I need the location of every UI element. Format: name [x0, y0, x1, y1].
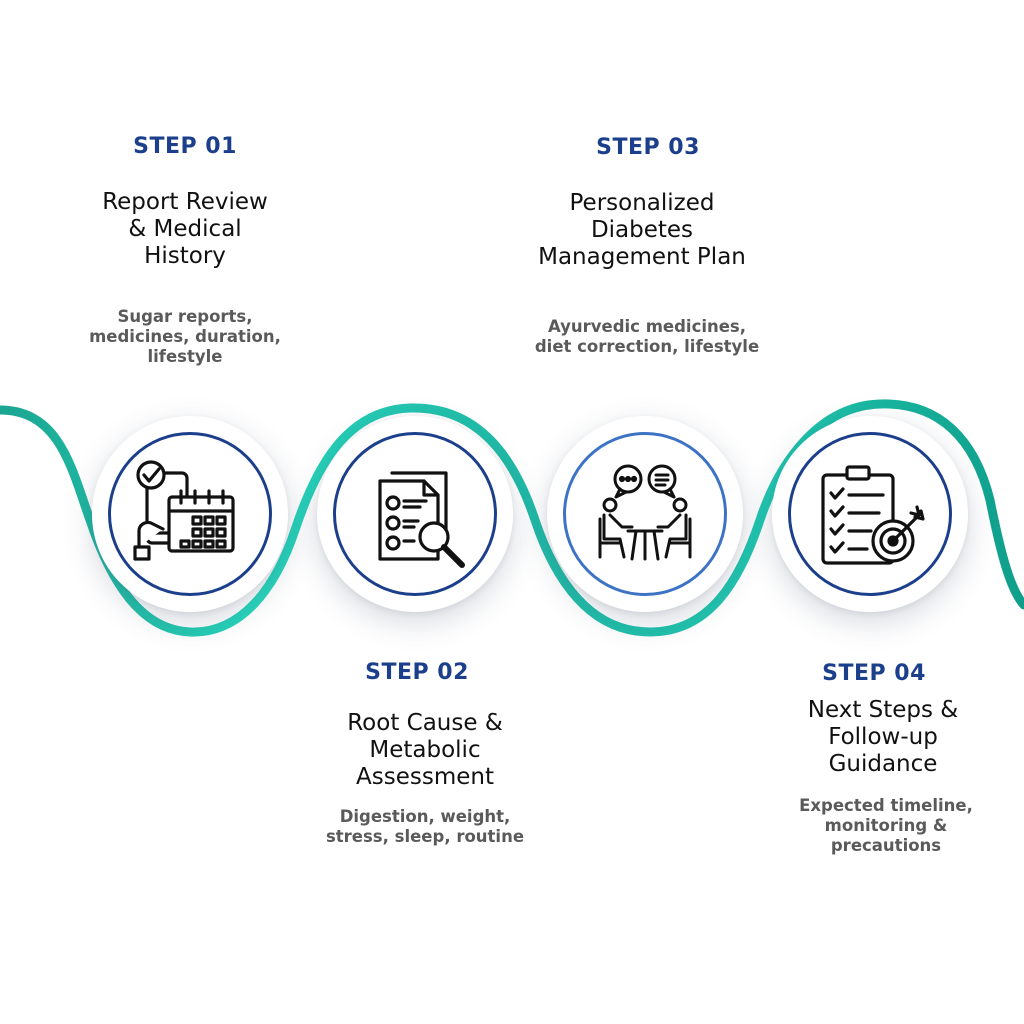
step-1-title-line: History	[144, 243, 226, 269]
step-1-desc-line: medicines, duration,	[89, 327, 281, 346]
step-1-circle	[92, 416, 288, 612]
step-1-desc-line: lifestyle	[147, 347, 223, 366]
step-4-circle	[772, 416, 968, 612]
step-1-title-line: & Medical	[128, 216, 242, 242]
step-4-ring	[788, 432, 952, 596]
step-1-ring	[108, 432, 272, 596]
step-4-label: STEP 04	[822, 661, 926, 686]
step-2-title: Root Cause & Metabolic Assessment	[265, 710, 585, 791]
step-2-circle	[317, 416, 513, 612]
step-1-desc: Sugar reports, medicines, duration, life…	[35, 307, 335, 367]
step-3-ring	[563, 432, 727, 596]
step-4-title-line: Follow-up	[828, 724, 938, 750]
checklist-target-icon	[821, 465, 925, 565]
step-4-title-line: Next Steps &	[807, 697, 959, 723]
step-1-desc-line: Sugar reports,	[117, 307, 253, 326]
step-4-desc-line: precautions	[830, 836, 942, 855]
consultation-meeting-icon	[598, 464, 692, 561]
step-3-title-line: Diabetes	[590, 217, 694, 243]
calendar-phone-check-icon	[133, 460, 235, 561]
document-magnifier-icon	[378, 471, 465, 568]
step-2-desc-line: Digestion, weight,	[339, 807, 511, 826]
step-2-ring	[333, 432, 497, 596]
step-2-label: STEP 02	[365, 660, 469, 685]
step-3-title-line: Personalized	[569, 190, 715, 216]
step-4-desc-line: monitoring &	[824, 816, 948, 835]
step-2-desc-line: stress, sleep, routine	[325, 827, 525, 846]
step-3-desc-line: Ayurvedic medicines,	[547, 317, 747, 336]
step-3-label: STEP 03	[596, 135, 700, 160]
step-4-title-line: Guidance	[828, 751, 938, 777]
step-3-circle	[547, 416, 743, 612]
step-1-title: Report Review & Medical History	[35, 189, 335, 270]
step-2-title-line: Metabolic	[369, 737, 481, 763]
step-4-desc-line: Expected timeline,	[799, 796, 973, 815]
step-1-title-line: Report Review	[102, 189, 268, 215]
step-4-desc: Expected timeline, monitoring & precauti…	[716, 796, 1024, 856]
step-2-title-line: Root Cause &	[347, 710, 503, 736]
step-4-title: Next Steps & Follow-up Guidance	[723, 697, 1024, 778]
step-2-title-line: Assessment	[356, 764, 494, 790]
step-3-title-line: Management Plan	[538, 244, 746, 270]
step-3-desc: Ayurvedic medicines, diet correction, li…	[482, 317, 812, 357]
step-2-desc: Digestion, weight, stress, sleep, routin…	[265, 807, 585, 847]
step-1-label: STEP 01	[133, 134, 237, 159]
step-3-title: Personalized Diabetes Management Plan	[482, 190, 802, 271]
wave-path	[0, 399, 1024, 637]
step-3-desc-line: diet correction, lifestyle	[534, 337, 760, 356]
